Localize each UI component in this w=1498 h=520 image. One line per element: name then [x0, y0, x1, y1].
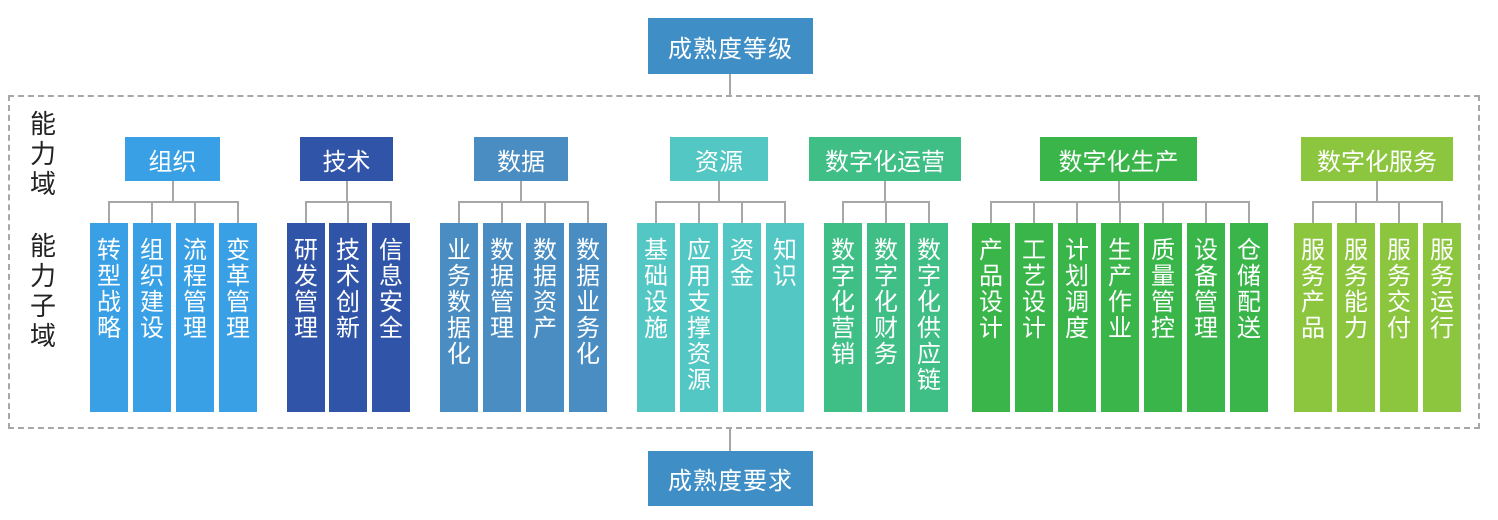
domain-box: 数字化服务	[1301, 137, 1453, 181]
domain-box: 数字化生产	[1040, 137, 1197, 181]
domain-box: 组织	[125, 137, 220, 181]
domain-connector	[345, 181, 348, 201]
subdomain-connector	[1119, 201, 1121, 223]
maturity-level-box: 成熟度等级	[648, 18, 813, 74]
subdomain-box: 产品设计	[972, 223, 1010, 412]
domain-box: 技术	[300, 137, 393, 181]
subdomain-connector	[842, 201, 844, 223]
capability-domain-label: 能力域	[29, 110, 56, 200]
subdomain-connector	[1355, 201, 1357, 223]
bottom-connector	[729, 428, 731, 451]
subdomain-box: 研发管理	[287, 223, 325, 412]
top-connector	[729, 74, 731, 96]
subdomain-box: 数据业务化	[569, 223, 607, 412]
subdomain-box: 业务数据化	[440, 223, 478, 412]
subdomain-box: 仓储配送	[1230, 223, 1268, 412]
domain-connector	[171, 181, 174, 201]
subdomain-connector	[544, 201, 546, 223]
subdomain-box: 计划调度	[1058, 223, 1096, 412]
capability-frame	[8, 95, 1480, 429]
subdomain-box: 组织建设	[133, 223, 171, 412]
subdomain-box: 技术创新	[329, 223, 367, 412]
subdomain-box: 资金	[723, 223, 761, 412]
subdomain-bracket	[655, 201, 786, 203]
subdomain-box: 服务产品	[1294, 223, 1332, 412]
subdomain-connector	[655, 201, 657, 223]
domain-connector	[884, 181, 886, 201]
subdomain-connector	[885, 201, 887, 223]
subdomain-box: 变革管理	[219, 223, 257, 412]
subdomain-bracket	[1312, 201, 1443, 203]
subdomain-connector	[698, 201, 700, 223]
subdomain-box: 服务运行	[1423, 223, 1461, 412]
subdomain-connector	[1312, 201, 1314, 223]
subdomain-connector	[1398, 201, 1400, 223]
subdomain-box: 设备管理	[1187, 223, 1225, 412]
subdomain-connector	[741, 201, 743, 223]
subdomain-connector	[1076, 201, 1078, 223]
subdomain-bracket	[108, 201, 239, 203]
subdomain-connector	[1248, 201, 1250, 223]
subdomain-box: 数据资产	[526, 223, 564, 412]
subdomain-connector	[1441, 201, 1443, 223]
subdomain-box: 流程管理	[176, 223, 214, 412]
subdomain-box: 数字化财务	[867, 223, 905, 412]
domain-box: 数据	[474, 137, 568, 181]
domain-connector	[520, 181, 522, 201]
subdomain-box: 服务能力	[1337, 223, 1375, 412]
subdomain-connector	[587, 201, 589, 223]
subdomain-box: 基础设施	[637, 223, 675, 412]
subdomain-box: 转型战略	[90, 223, 128, 412]
subdomain-connector	[347, 201, 349, 223]
subdomain-connector	[784, 201, 786, 223]
domain-box: 数字化运营	[809, 137, 961, 181]
subdomain-connector	[1162, 201, 1164, 223]
subdomain-box: 信息安全	[372, 223, 410, 412]
capability-subdomain-label: 能力子域	[29, 232, 56, 352]
subdomain-box: 数据管理	[483, 223, 521, 412]
subdomain-box: 知识	[766, 223, 804, 412]
subdomain-box: 工艺设计	[1015, 223, 1053, 412]
subdomain-connector	[501, 201, 503, 223]
domain-box: 资源	[670, 137, 768, 181]
subdomain-connector	[990, 201, 992, 223]
subdomain-connector	[390, 201, 392, 223]
subdomain-box: 生产作业	[1101, 223, 1139, 412]
domain-connector	[1376, 181, 1378, 201]
subdomain-connector	[108, 201, 110, 223]
subdomain-connector	[458, 201, 460, 223]
subdomain-connector	[194, 201, 196, 223]
subdomain-connector	[305, 201, 307, 223]
subdomain-bracket	[458, 201, 589, 203]
maturity-requirement-box: 成熟度要求	[648, 451, 813, 506]
subdomain-box: 数字化供应链	[910, 223, 948, 412]
subdomain-box: 数字化营销	[824, 223, 862, 412]
subdomain-connector	[1033, 201, 1035, 223]
subdomain-connector	[151, 201, 153, 223]
subdomain-box: 服务交付	[1380, 223, 1418, 412]
domain-connector	[1117, 181, 1120, 201]
subdomain-box: 应用支撑资源	[680, 223, 718, 412]
subdomain-box: 质量管控	[1144, 223, 1182, 412]
subdomain-connector	[1205, 201, 1207, 223]
domain-connector	[718, 181, 720, 201]
subdomain-connector	[928, 201, 930, 223]
subdomain-connector	[237, 201, 239, 223]
